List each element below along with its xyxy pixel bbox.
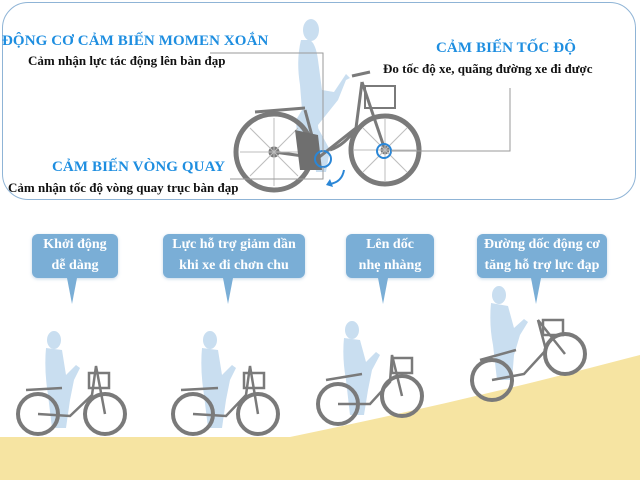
- stage-2-line2: khi xe đi chơn chu: [179, 258, 289, 273]
- speed-sensor-description: Đo tốc độ xe, quãng đường xe đi được: [383, 61, 593, 76]
- torque-sensor-description: Cảm nhận lực tác động lên bàn đạp: [28, 53, 226, 68]
- small-bike-4: [470, 286, 587, 402]
- bubble-tail: [531, 278, 541, 304]
- rotation-sensor-title: CẢM BIẾN VÒNG QUAY: [52, 159, 226, 175]
- ground-slope: [0, 355, 640, 480]
- wheel-spokes: [240, 118, 416, 186]
- stage-bubble-cruise: Lực hỗ trợ giảm dần khi xe đi chơn chu: [163, 234, 305, 304]
- stage-4-line2: tăng hỗ trợ lực đạp: [484, 258, 600, 273]
- torque-sensor-title: ĐỘNG CƠ CẢM BIẾN MOMEN XOẮN: [2, 33, 269, 49]
- small-bike-1: [16, 331, 127, 436]
- small-bike-2: [171, 331, 280, 436]
- rotation-sensor-description: Cảm nhận tốc độ vòng quay trục bàn đạp: [8, 180, 239, 195]
- rotation-arrow: [329, 169, 345, 185]
- small-bike-3: [316, 321, 424, 426]
- stage-1-line2: dễ dàng: [51, 258, 99, 273]
- speed-sensor-title: CẢM BIẾN TỐC ĐỘ: [436, 40, 576, 56]
- stage-2-line1: Lực hỗ trợ giảm dần: [172, 237, 296, 252]
- stage-4-line1: Đường dốc động cơ: [483, 237, 601, 252]
- main-bike: [233, 70, 422, 193]
- bubble-tail: [378, 278, 388, 304]
- stage-bubble-uphill: Lên dốc nhẹ nhàng: [346, 234, 434, 304]
- stage-1-line1: Khởi động: [43, 237, 107, 252]
- stage-bubble-steep: Đường dốc động cơ tăng hỗ trợ lực đạp: [477, 234, 607, 304]
- stage-3-line2: nhẹ nhàng: [358, 258, 422, 273]
- stage-bubble-start: Khởi động dễ dàng: [32, 234, 118, 304]
- stage-3-line1: Lên dốc: [366, 237, 414, 252]
- bubble-tail: [67, 278, 77, 304]
- bubble-tail: [223, 278, 233, 304]
- leader-lines: [210, 52, 511, 180]
